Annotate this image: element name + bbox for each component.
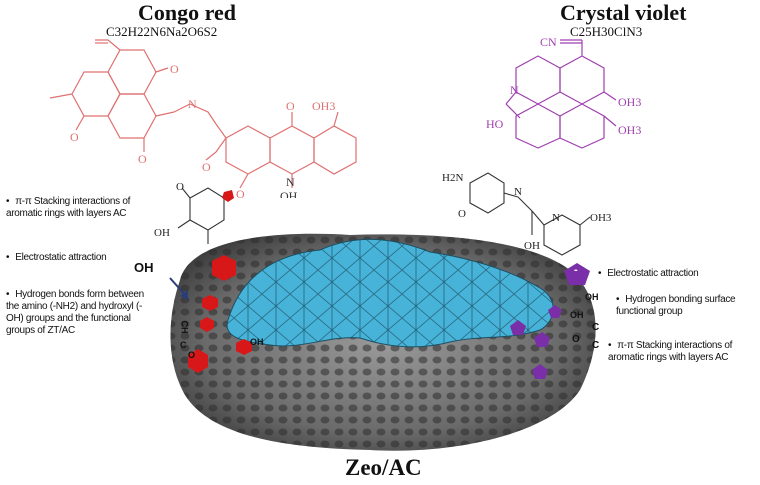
- right-annotation-hydrogen-bonding: Hydrogen bonding surface functional grou…: [616, 294, 754, 318]
- small-oxygen: O: [176, 181, 184, 193]
- congo-adsorbate-1: [212, 255, 236, 281]
- small-molecule-structure: O OH: [154, 181, 234, 244]
- pentagon-minus-sign: -: [574, 264, 578, 276]
- zeo-ac-particle: [170, 233, 596, 451]
- cr-oxygen-6: O: [286, 99, 295, 113]
- cr-hydroxyl-1: OH3: [312, 99, 335, 113]
- cv-hydroxyl-2: OH3: [618, 123, 641, 137]
- surface-ch: CH: [179, 320, 190, 334]
- cv-hydroxyl-left: HO: [486, 117, 504, 131]
- crystal-adsorbate-4: [532, 364, 548, 379]
- cr-oxygen-2: O: [138, 152, 147, 166]
- cr-oxygen-5: O: [236, 187, 245, 198]
- surface-c-right-2: C: [592, 340, 600, 351]
- surface-oh-small: OH: [250, 337, 264, 347]
- cr-oxygen-4: O: [202, 160, 211, 174]
- cv-nitrile: CN: [540, 35, 557, 49]
- cr-nitrogen-1: N: [188, 97, 197, 111]
- arrow-icon: [169, 277, 188, 300]
- cv-hydroxyl-1: OH3: [618, 95, 641, 109]
- material-label: Zeo/AC: [345, 455, 422, 480]
- crystal-violet-formula: C25H30ClN3: [570, 24, 643, 39]
- surface-c-right-1: C: [592, 322, 600, 333]
- surface-oh-right-2: OH: [570, 310, 584, 320]
- congo-adsorbate-2: [202, 295, 218, 311]
- left-annotation-hydrogen-bonds: Hydrogen bonds form between the amino (-…: [6, 289, 144, 337]
- intermediate-structure: H2N O N N OH3 OH: [442, 172, 612, 256]
- int-hydroxyl-2: OH: [524, 240, 540, 252]
- adsorbed-crystal-violet-group: [510, 305, 562, 379]
- int-amine: H2N: [442, 172, 463, 184]
- congo-red-structure: O O O O O O N OH3 N OH: [49, 39, 357, 198]
- crystal-violet-structure: CN N HO OH3 OH3: [486, 35, 641, 149]
- right-annotation-electrostatic: Electrostatic attraction: [598, 268, 748, 280]
- cv-nitrogen: N: [510, 83, 519, 97]
- electrostatic-pentagon-icon: [564, 263, 590, 285]
- surface-o-right: O: [572, 334, 580, 345]
- congo-red-formula: C32H22N6Na2O6S2: [106, 24, 218, 39]
- adsorbed-congo-red-group: [188, 255, 252, 373]
- crystal-adsorbate-2: [534, 332, 550, 347]
- surface-oh-right-1: OH: [585, 292, 599, 302]
- congo-adsorbate-3: [200, 317, 214, 332]
- small-hydroxyl: OH: [154, 227, 170, 239]
- surface-c-left: C: [180, 340, 187, 350]
- left-annotation-pi-stacking: π-π Stacking interactions of aromatic ri…: [6, 196, 134, 220]
- crystal-adsorbate-3: [548, 305, 562, 318]
- cr-hydroxyl-2: OH: [280, 189, 298, 198]
- crystal-adsorbate-1: [510, 320, 526, 335]
- congo-adsorbate-4: [236, 339, 252, 355]
- int-nitrogen-1: N: [514, 186, 522, 198]
- cr-oxygen-1: O: [170, 62, 179, 76]
- int-hydroxyl-1: OH3: [590, 212, 612, 224]
- int-oxygen: O: [458, 208, 466, 220]
- surface-o-left: O: [188, 350, 196, 360]
- left-annotation-electrostatic: Electrostatic attraction: [6, 252, 166, 264]
- congo-adsorbate-5: [188, 349, 208, 373]
- cr-oxygen-3: O: [70, 130, 79, 144]
- int-nitrogen-2: N: [552, 212, 560, 224]
- congo-red-title: Congo red: [138, 0, 236, 25]
- crystal-violet-title: Crystal violet: [560, 0, 687, 25]
- cr-nitrogen-2: N: [286, 175, 295, 189]
- right-annotation-pi-stacking: π-π Stacking interactions of aromatic ri…: [608, 340, 748, 364]
